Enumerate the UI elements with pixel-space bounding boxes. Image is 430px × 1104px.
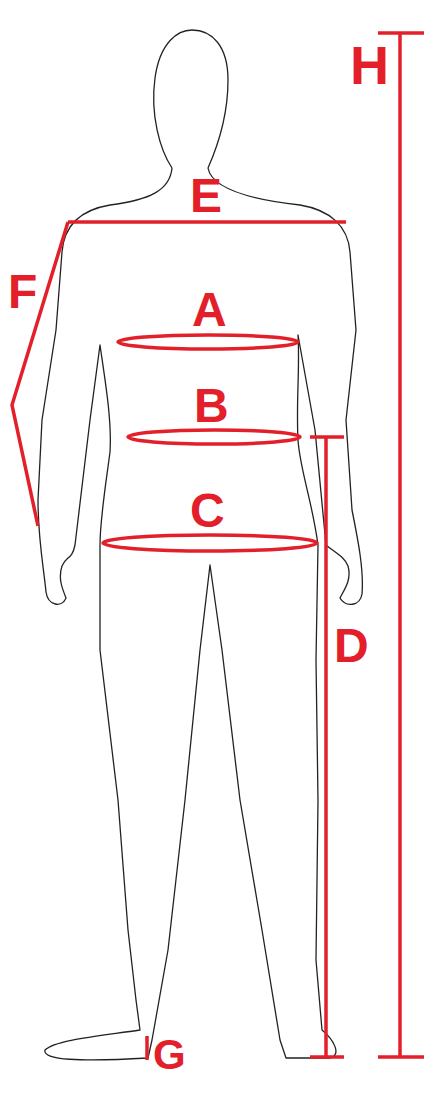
inseam-label: D [334, 622, 369, 670]
measure-lines [12, 33, 424, 1060]
chest-label: A [192, 286, 227, 334]
hip-label: C [190, 487, 225, 535]
waist-label: B [194, 382, 229, 430]
foot-label: G [153, 1034, 186, 1076]
body-outline [38, 30, 362, 1060]
arm-label: F [8, 268, 37, 316]
shoulder-label: E [190, 172, 222, 220]
height-label: H [350, 38, 389, 92]
